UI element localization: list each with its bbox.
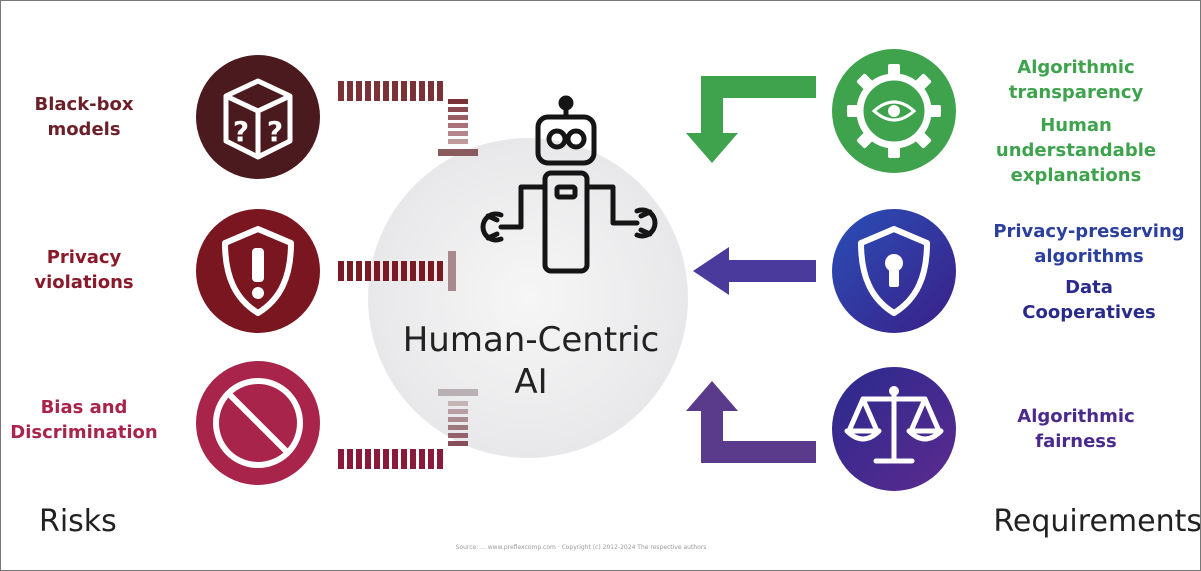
requirement-label-line: Privacy-preserving (993, 221, 1185, 242)
mystery-box-icon: ? ? (196, 55, 320, 179)
risk-label-line: Black-box (34, 94, 134, 115)
requirement-label-line: transparency (1008, 82, 1144, 103)
center-title-line: Human-Centric (402, 320, 660, 360)
requirement-arrow-2 (693, 247, 816, 295)
balance-scale-icon (832, 367, 956, 491)
risks-caption: Risks (39, 504, 117, 539)
risk-label-line: Privacy (46, 247, 122, 268)
shield-warning-icon (196, 209, 320, 333)
risk-label-line: Discrimination (10, 422, 158, 443)
requirement-label-line: algorithms (1034, 246, 1144, 267)
requirement-label-line: fairness (1035, 431, 1117, 452)
requirements-caption: Requirements (993, 504, 1201, 539)
center-title: Human-Centric AI (381, 319, 681, 403)
prohibited-icon (196, 361, 320, 485)
requirement-label-privacy: Privacy-preserving algorithms Data Coope… (971, 219, 1200, 325)
requirement-arrow-3 (686, 381, 816, 463)
risk-label-bias: Bias and Discrimination (1, 395, 179, 445)
requirement-label-fairness: Algorithmic fairness (976, 404, 1176, 454)
copyright-text: Source: ... www.preflexcomp.com · Copyri… (455, 544, 707, 551)
requirement-label-line: Data (1065, 277, 1113, 298)
svg-text:?: ? (233, 115, 249, 148)
requirement-label-line: Algorithmic (1017, 57, 1135, 78)
risk-label-black-box: Black-box models (19, 92, 149, 142)
gear-eye-icon (832, 49, 956, 173)
requirement-arrow-1 (686, 76, 816, 163)
risk-connector-1 (338, 81, 478, 156)
requirement-label-line: Cooperatives (1022, 302, 1156, 323)
requirement-label-line: Algorithmic (1017, 406, 1135, 427)
risk-connector-2 (338, 251, 456, 291)
risk-label-line: Bias and (40, 397, 128, 418)
requirement-label-line: understandable (995, 140, 1157, 161)
risk-label-line: models (47, 119, 121, 140)
center-circle (368, 138, 688, 458)
svg-text:?: ? (267, 115, 283, 148)
risk-label-line: violations (34, 272, 134, 293)
requirement-label-transparency: Algorithmic transparency Human understan… (976, 55, 1176, 188)
robot-icon (480, 95, 658, 274)
requirement-label-line: Human (1040, 115, 1112, 136)
shield-lock-icon (832, 209, 956, 333)
risk-connector-3 (338, 389, 478, 469)
center-title-line: AI (514, 362, 548, 402)
requirement-label-line: explanations (1010, 165, 1142, 186)
risk-label-privacy: Privacy violations (9, 245, 159, 295)
